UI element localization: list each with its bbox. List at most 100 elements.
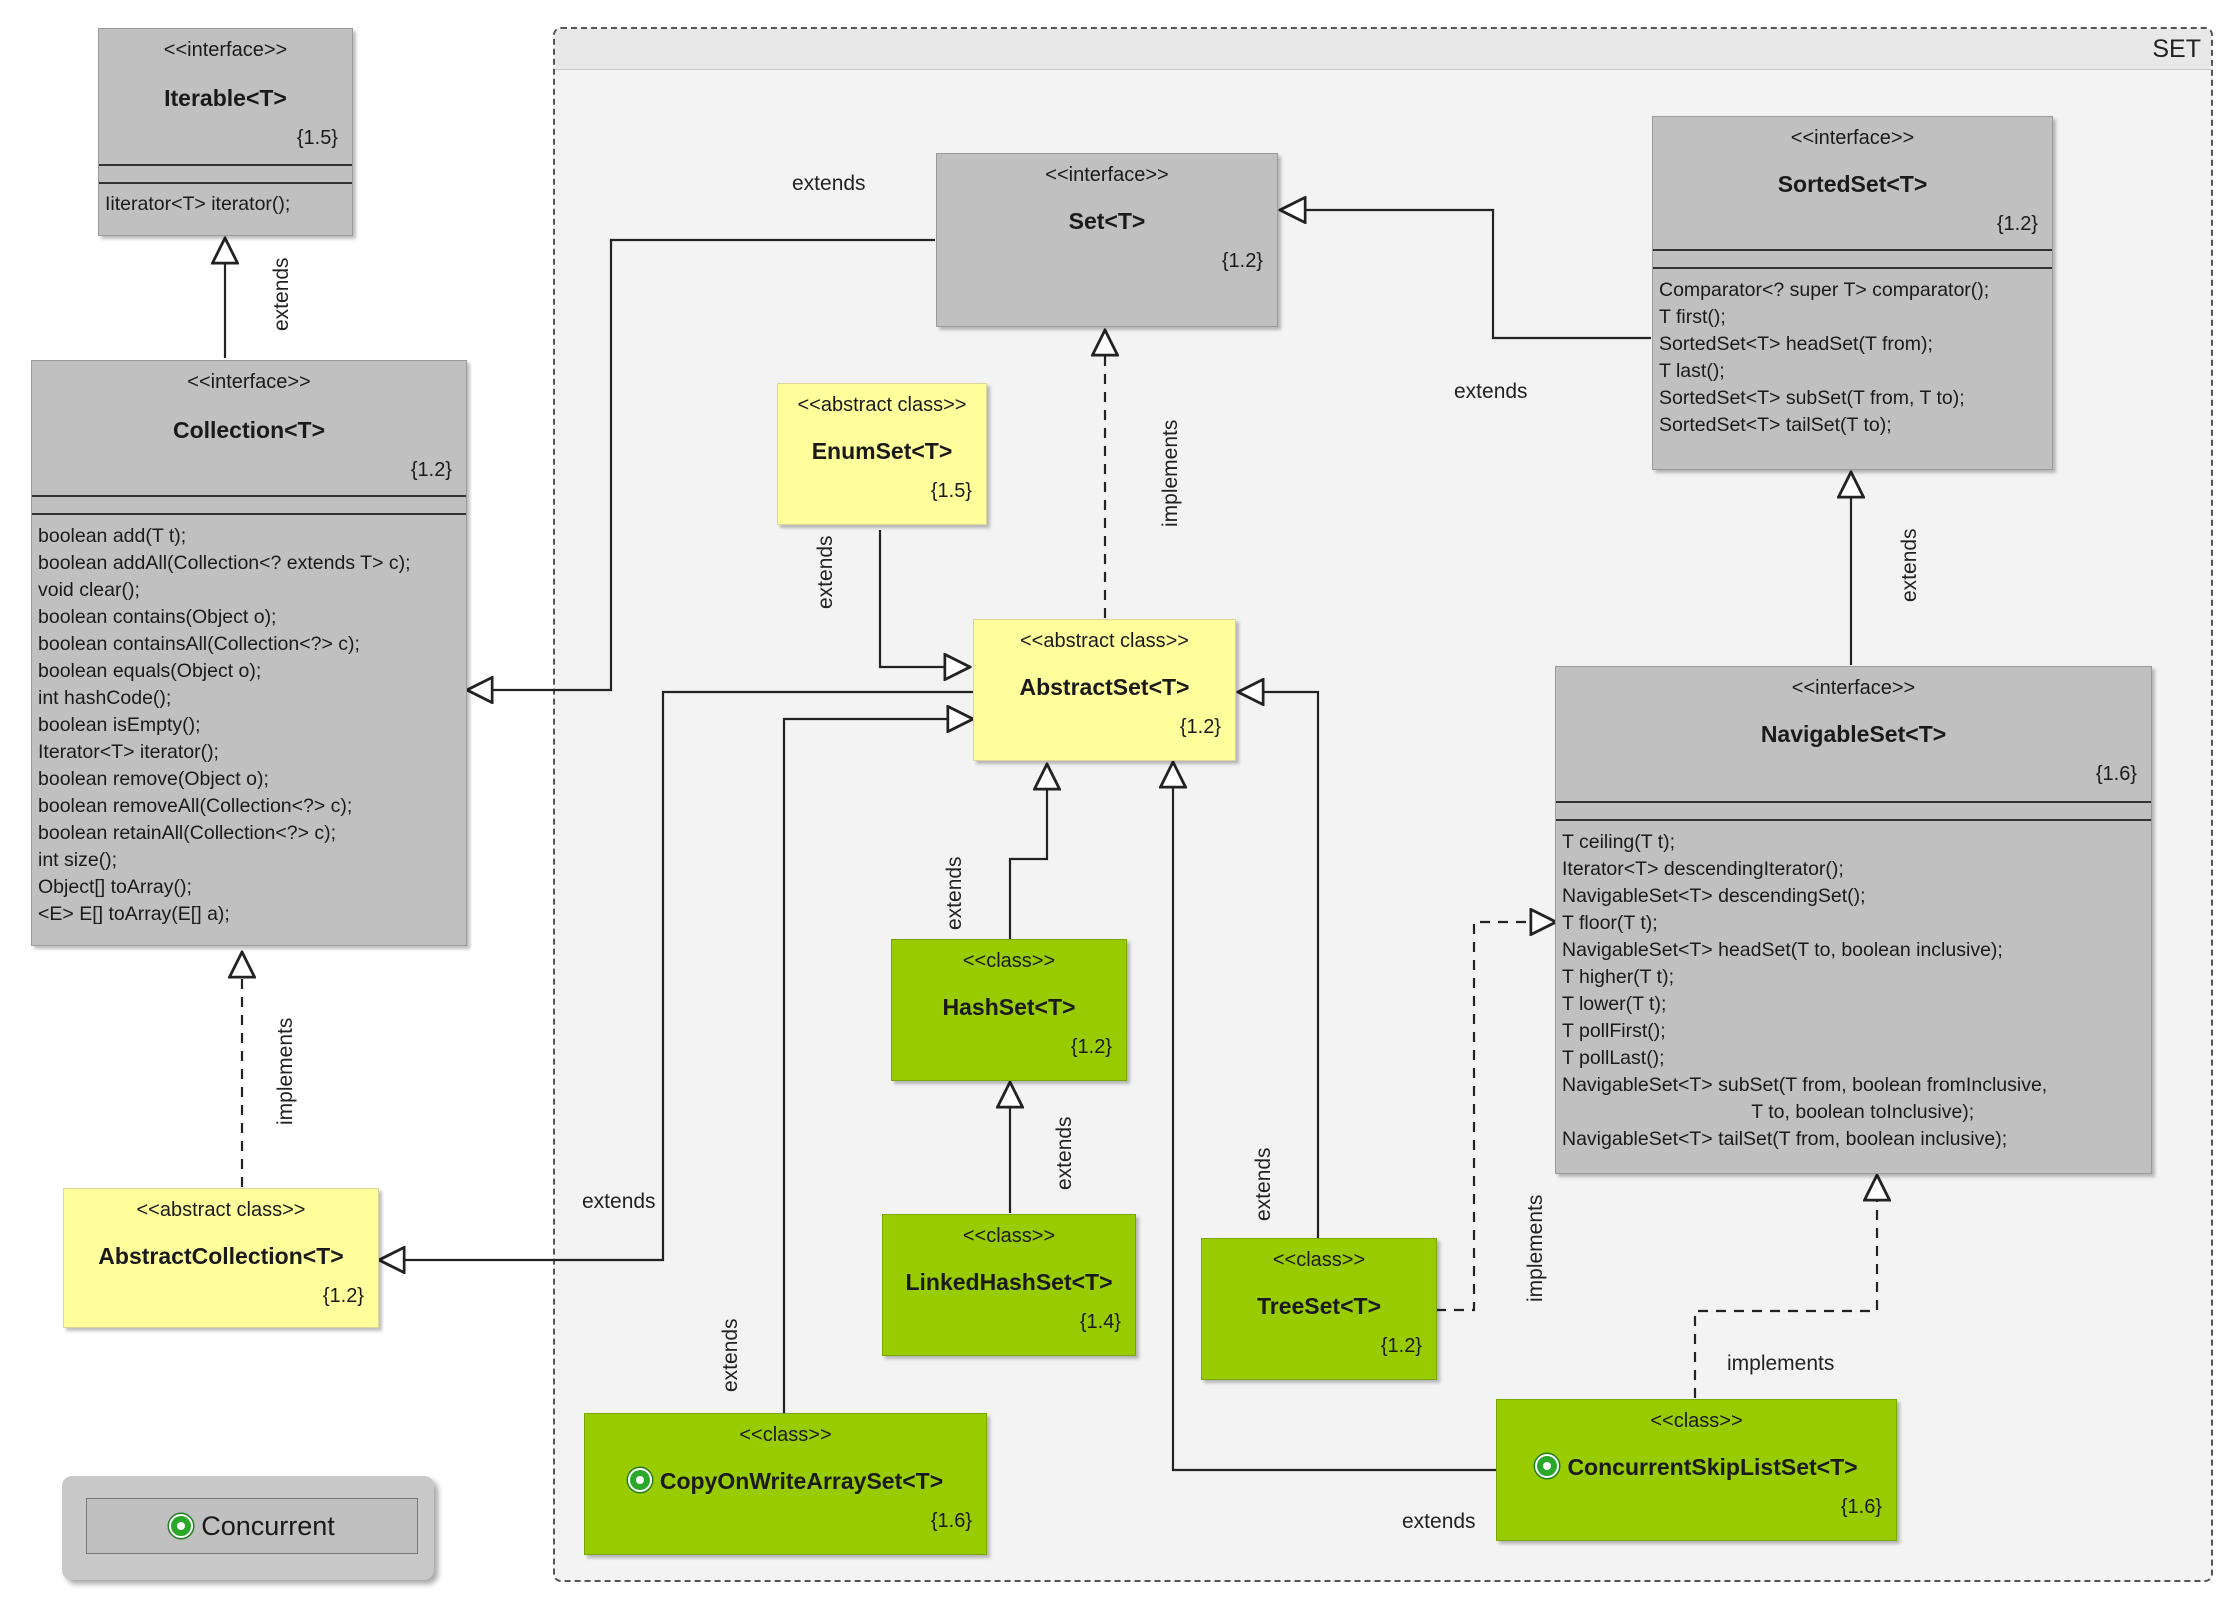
stereotype-label: <<interface>> — [1045, 164, 1169, 186]
separator — [1653, 267, 2052, 269]
stereotype-label: <<class>> — [739, 1424, 832, 1446]
method-signature: T pollFirst(); — [1562, 1020, 1666, 1042]
abstract-set-box[interactable]: <<abstract class>> AbstractSet<T> {1.2} — [973, 619, 1236, 761]
iterable-interface-box[interactable]: <<interface>> Iterable<T> {1.5} Iiterato… — [98, 28, 353, 236]
method-signature: T lower(T t); — [1562, 993, 1667, 1015]
hash-set-box[interactable]: <<class>> HashSet<T> {1.2} — [891, 939, 1127, 1081]
stereotype-label: <<interface>> — [1791, 677, 1916, 699]
abstract-collection-box[interactable]: <<abstract class>> AbstractCollection<T>… — [63, 1188, 379, 1328]
linked-hash-set-box[interactable]: <<class>> LinkedHashSet<T> {1.4} — [882, 1214, 1136, 1356]
class-name: LinkedHashSet<T> — [905, 1269, 1113, 1295]
method-list: T ceiling(T t); Iterator<T> descendingIte… — [1562, 829, 2047, 1153]
method-signature: boolean containsAll(Collection<?> c); — [38, 633, 360, 655]
version-label: {1.5} — [296, 127, 338, 149]
stereotype-label: <<class>> — [1650, 1410, 1743, 1432]
separator — [1653, 249, 2052, 251]
method-signature: boolean contains(Object o); — [38, 606, 277, 628]
class-name: Iterable<T> — [164, 85, 287, 111]
edge-skiplist-to-abstractset — [1173, 762, 1497, 1472]
edge-label-copyonwrite-abstractset: extends — [719, 1318, 742, 1392]
version-label: {1.2} — [1996, 213, 2038, 235]
stereotype-label: <<interface>> — [187, 371, 311, 393]
method-signature: NavigableSet<T> descendingSet(); — [1562, 885, 1866, 907]
method-list: Comparator<? super T> comparator();T fir… — [1659, 277, 1989, 439]
class-name: SortedSet<T> — [1777, 171, 1928, 197]
separator — [1556, 801, 2151, 803]
method-signature: boolean addAll(Collection<? extends T> c… — [38, 552, 411, 574]
set-package-tab: SET — [555, 29, 2211, 70]
method-signature: T floor(T t); — [1562, 912, 1658, 934]
edge-label-linkedhashset-hashset: extends — [1053, 1116, 1076, 1190]
navigable-set-interface-box[interactable]: <<interface>> NavigableSet<T> {1.6} T ce… — [1555, 666, 2152, 1174]
method-signature: void clear(); — [38, 579, 140, 601]
separator — [32, 495, 466, 497]
method-signature: NavigableSet<T> subSet(T from, boolean f… — [1562, 1074, 2048, 1096]
sorted-set-interface-box[interactable]: <<interface>> SortedSet<T> {1.2} Compara… — [1652, 116, 2053, 470]
class-name: AbstractCollection<T> — [98, 1243, 344, 1269]
concurrent-skip-list-set-box[interactable]: <<class>> ConcurrentSkipListSet<T> {1.6} — [1496, 1399, 1897, 1541]
stereotype-label: <<abstract class>> — [1020, 630, 1189, 652]
version-label: {1.2} — [1380, 1335, 1422, 1357]
concurrent-icon — [1535, 1454, 1560, 1478]
class-name: AbstractSet<T> — [1019, 674, 1190, 700]
stereotype-label: <<interface>> — [163, 39, 288, 61]
concurrent-icon — [169, 1514, 194, 1538]
class-name: CopyOnWriteArraySet<T> — [659, 1468, 944, 1494]
method-signature: int size(); — [38, 849, 118, 871]
version-label: {1.6} — [1840, 1496, 1882, 1518]
separator — [1556, 819, 2151, 821]
version-label: {1.2} — [1179, 716, 1221, 738]
stereotype-label: <<class>> — [962, 1225, 1056, 1247]
method-signature: Object[] toArray(); — [38, 876, 192, 898]
edge-label-hashset-abstractset: extends — [943, 856, 966, 930]
legend: Concurrent — [62, 1476, 434, 1580]
enum-set-box[interactable]: <<abstract class>> EnumSet<T> {1.5} — [777, 383, 987, 525]
edge-label-abstractset-abstractcollection: extends — [582, 1190, 656, 1213]
method-signature: <E> E[] toArray(E[] a); — [38, 903, 230, 925]
method-signature: T higher(T t); — [1562, 966, 1674, 988]
concurrent-icon — [627, 1468, 652, 1492]
edge-label-iterable-collection: extends — [270, 257, 293, 331]
version-label: {1.2} — [1070, 1036, 1112, 1058]
tree-set-box[interactable]: <<class>> TreeSet<T> {1.2} — [1201, 1238, 1437, 1380]
edge-treeset-to-abstractset — [1238, 692, 1320, 1238]
method-signature: T to, boolean toInclusive); — [1562, 1101, 1975, 1123]
legend-item-concurrent: Concurrent — [86, 1498, 418, 1554]
stereotype-label: <<abstract class>> — [136, 1199, 306, 1221]
separator — [99, 164, 352, 166]
stereotype-label: <<interface>> — [1790, 127, 1915, 149]
edge-label-skiplist-navigableset: implements — [1727, 1352, 1835, 1375]
collection-interface-box[interactable]: <<interface>> Collection<T> {1.2} boolea… — [31, 360, 467, 946]
edge-label-abstractset-set: implements — [1159, 419, 1182, 527]
edge-hashset-to-abstractset — [1008, 764, 1047, 940]
class-name: NavigableSet<T> — [1760, 721, 1947, 747]
method-signature: int hashCode(); — [38, 687, 172, 709]
edge-skiplist-to-navigableset — [1693, 1175, 1877, 1398]
method-signature: Iterator<T> descendingIterator(); — [1562, 858, 1844, 880]
version-label: {1.5} — [930, 480, 972, 502]
method-signature: T last(); — [1659, 360, 1725, 382]
method-signature: Iiterator<T> iterator(); — [105, 193, 291, 215]
edge-label-navigableset-sortedset: extends — [1898, 528, 1921, 602]
edge-label-treeset-abstractset: extends — [1252, 1147, 1275, 1221]
stereotype-label: <<abstract class>> — [797, 394, 967, 416]
class-name: HashSet<T> — [942, 994, 1076, 1020]
method-signature: SortedSet<T> subSet(T from, T to); — [1659, 387, 1965, 409]
edge-label-enumset-abstractset: extends — [814, 535, 837, 609]
method-signature: boolean equals(Object o); — [38, 660, 262, 682]
copy-on-write-array-set-box[interactable]: <<class>> CopyOnWriteArraySet<T> {1.6} — [584, 1413, 987, 1555]
method-list: boolean add(T t);boolean addAll(Collecti… — [38, 523, 411, 928]
method-signature: T ceiling(T t); — [1562, 831, 1676, 853]
set-package-label: SET — [2152, 35, 2201, 63]
set-interface-box[interactable]: <<interface>> Set<T> {1.2} — [936, 153, 1278, 327]
stereotype-label: <<class>> — [962, 950, 1056, 972]
edge-treeset-to-navigableset — [1436, 922, 1556, 1312]
legend-label: Concurrent — [201, 1511, 335, 1541]
edge-label-sortedset-set: extends — [1454, 380, 1528, 403]
method-signature: SortedSet<T> headSet(T from); — [1659, 333, 1933, 355]
edge-enumset-to-abstractset — [878, 530, 970, 667]
method-signature: T pollLast(); — [1562, 1047, 1665, 1069]
separator — [32, 513, 466, 515]
stereotype-label: <<class>> — [1272, 1249, 1366, 1271]
